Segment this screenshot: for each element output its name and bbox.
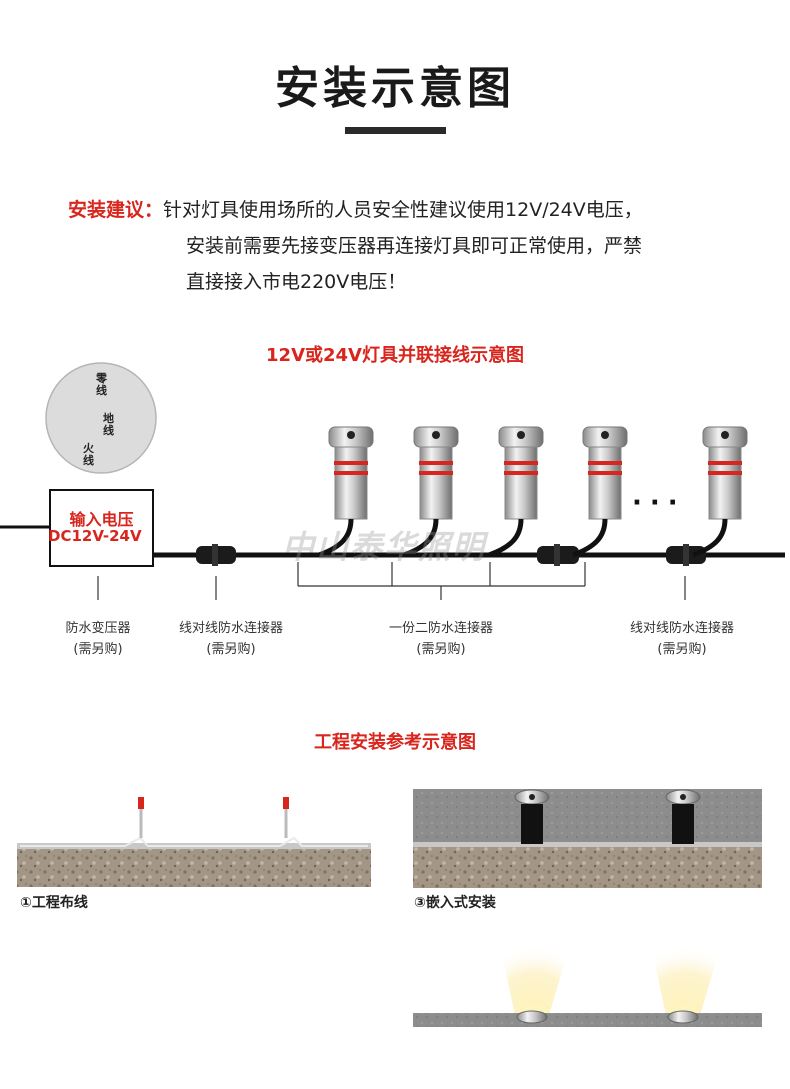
lamp-icon	[573, 427, 627, 555]
mains-label-neutral: 零线	[96, 373, 112, 397]
panel-embedded-illustration	[413, 789, 762, 888]
panel-embedded-label: ③嵌入式安装	[414, 892, 496, 912]
install-diagram-title: 工程安装参考示意图	[0, 728, 790, 754]
mains-label-live: 火线	[83, 443, 99, 467]
caption-note: (需另购)	[161, 639, 301, 660]
panel-lit-illustration	[413, 945, 762, 1027]
watermark: 中山泰华照明	[282, 522, 486, 568]
lamp-icon	[489, 427, 543, 555]
caption-note: (需另购)	[371, 639, 511, 660]
splitter-connector-icon	[537, 544, 579, 566]
connector-icon	[666, 544, 706, 566]
caption-name: 线对线防水连接器	[161, 618, 301, 639]
more-lamps-ellipsis: ···	[632, 488, 686, 518]
caption-transformer: 防水变压器 (需另购)	[48, 618, 148, 660]
caption-splitter-connector: 一份二防水连接器 (需另购)	[371, 618, 511, 660]
mains-label-ground: 地线	[103, 413, 119, 437]
caption-name: 防水变压器	[48, 618, 148, 639]
caption-note: (需另购)	[612, 639, 752, 660]
panel-wiring-illustration	[17, 797, 371, 887]
panel-wiring-label: ①工程布线	[20, 892, 88, 912]
caption-name: 一份二防水连接器	[371, 618, 511, 639]
caption-wire-connector-2: 线对线防水连接器 (需另购)	[612, 618, 752, 660]
lamp-icon	[693, 427, 747, 555]
caption-name: 线对线防水连接器	[612, 618, 752, 639]
transformer-voltage-label: DC12V-24V	[48, 527, 158, 545]
caption-note: (需另购)	[48, 639, 148, 660]
connector-icon	[196, 544, 236, 566]
caption-wire-connector: 线对线防水连接器 (需另购)	[161, 618, 301, 660]
